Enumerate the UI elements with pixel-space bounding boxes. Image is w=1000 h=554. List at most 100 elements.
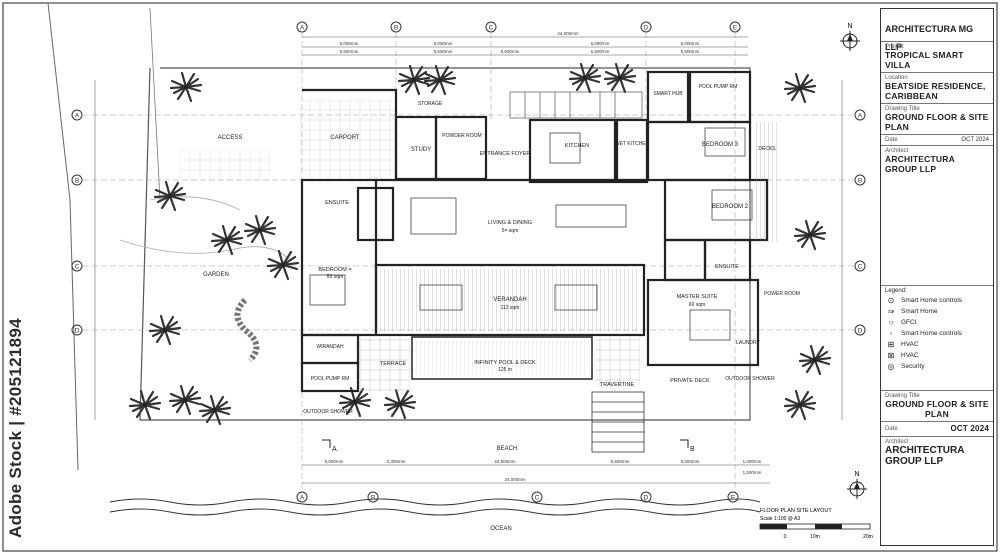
label-storage: STORAGE xyxy=(418,101,443,107)
hvac-icon: ⊞ xyxy=(887,340,895,349)
svg-text:Scale 1:100 @ A3: Scale 1:100 @ A3 xyxy=(760,516,800,522)
grid-label-d-bottom: D xyxy=(644,495,649,502)
grid-label-a-bottom: A xyxy=(300,495,305,502)
gfci-icon: ○ xyxy=(888,318,894,327)
label-pool-pump-left: POOL PUMP RM xyxy=(311,376,350,382)
architect-label: Architect xyxy=(885,148,909,154)
date-value: OCT 2024 xyxy=(961,137,989,143)
location-value: BEATSIDE RESIDENCE, CARIBBEAN xyxy=(885,81,986,101)
legend-item: ⇒Smart Home xyxy=(885,307,989,316)
label-wirandah: WIRANDAH xyxy=(316,344,344,350)
grid-row-a-left: A xyxy=(75,113,80,120)
security-icon: ◎ xyxy=(887,362,895,371)
dim-bot-2: 2,300mm xyxy=(387,459,406,464)
grid-label-c-bottom: C xyxy=(535,495,540,502)
label-verandah-area: 112 sqm xyxy=(501,305,520,311)
location-label: Location xyxy=(885,75,908,81)
section-mark-a: A xyxy=(332,446,337,453)
dim-bot-6: 1,000mm xyxy=(743,459,762,464)
svg-text:20m: 20m xyxy=(863,534,873,540)
label-living-area: 5= sqm xyxy=(502,228,519,234)
label-ensuite-right: ENSUITE xyxy=(715,264,739,270)
project-name: TROPICAL SMART VILLA xyxy=(885,50,964,70)
legend-title: Legend: xyxy=(885,288,907,294)
project-label: Project xyxy=(885,44,904,50)
smart-home-controls-icon: ◦ xyxy=(889,329,893,338)
legend-item: ⊠HVAC xyxy=(885,351,989,360)
dim-bot2-2: 1,500mm xyxy=(743,470,762,475)
dim-top-4: 6,000mm xyxy=(591,41,610,46)
label-power-room: POWER ROOM xyxy=(764,291,800,297)
date-label-2: Date xyxy=(885,426,898,432)
grid-bubbles-top xyxy=(71,21,866,503)
label-ensuite-left: ENSUITE xyxy=(325,200,349,206)
dim-top-3: 24,000mm xyxy=(557,31,579,36)
scale-bar: FLOOR PLAN SITE LAYOUT Scale 1:100 @ A3 … xyxy=(759,508,873,540)
label-master-area: 60 sqm xyxy=(689,302,705,308)
legend-item: ⊙Smart Home controls xyxy=(885,296,989,305)
architect-name-2: ARCHITECTURA GROUP LLP xyxy=(885,445,965,467)
grid-label-b-bottom: B xyxy=(371,495,375,502)
label-powder: POWDER ROOM xyxy=(442,133,481,139)
label-verandah: VERANDAH xyxy=(493,297,526,303)
hvac-box-icon: ⊠ xyxy=(887,351,895,360)
architect-name: ARCHITECTURA GROUP LLP xyxy=(885,154,955,174)
label-private-deck: PRIVATE DECK xyxy=(670,378,710,384)
dim-top2-4: 6,500mm xyxy=(591,49,610,54)
label-garden: GARDEN xyxy=(203,272,229,278)
label-bedroom-left: BEDROOM = xyxy=(318,267,351,273)
drawing-title-label-2: Drawing Title xyxy=(885,393,920,399)
label-travertine: TRAVERTINE xyxy=(600,382,635,388)
grid-label-a-top: A xyxy=(300,25,305,32)
dim-top-2: 6,000mm xyxy=(434,41,453,46)
dim-top2-2: 6,500mm xyxy=(434,49,453,54)
grid-label-b-top: B xyxy=(394,25,398,32)
dim-bot-5: 6,500mm xyxy=(681,459,700,464)
dim-top2-5: 5,500mm xyxy=(681,49,700,54)
grid-row-b-left: B xyxy=(75,178,79,185)
label-study: STUDY xyxy=(411,147,431,153)
label-living: LIVING & DINING xyxy=(488,220,532,226)
north-label-bottom: N xyxy=(854,471,859,478)
stock-watermark: Adobe Stock | #205121894 xyxy=(6,318,25,538)
grid-label-e-top: E xyxy=(733,25,738,32)
label-carport: CARPORT xyxy=(330,135,360,141)
label-decks: DECKS xyxy=(758,146,776,152)
label-access: ACCESS xyxy=(218,135,243,141)
north-arrow-top xyxy=(840,31,860,51)
grid-label-e-bottom: E xyxy=(731,495,736,502)
label-master: MASTER SUITE xyxy=(677,294,718,300)
svg-text:10m: 10m xyxy=(810,534,820,540)
grid-row-a-right: A xyxy=(858,113,863,120)
grid-row-d-right: D xyxy=(858,328,863,335)
grid-label-d-top: D xyxy=(644,25,649,32)
north-arrow-bottom xyxy=(847,479,867,499)
label-pool-area: 125 m xyxy=(498,367,512,373)
ocean-waves xyxy=(109,498,761,516)
date-label: Date xyxy=(885,137,898,143)
dim-top2-1: 5,500mm xyxy=(340,49,359,54)
dim-bot-3: 24,500mm xyxy=(494,459,516,464)
svg-text:FLOOR PLAN SITE LAYOUT: FLOOR PLAN SITE LAYOUT xyxy=(760,508,832,514)
grid-row-c-right: C xyxy=(858,264,863,271)
north-label-top: N xyxy=(847,23,852,30)
label-pool: INFINITY POOL & DECK xyxy=(474,360,536,366)
dim-top2-3: 6,500mm xyxy=(501,49,520,54)
svg-text:0: 0 xyxy=(784,534,787,540)
label-kitchen: KITCHEN xyxy=(565,143,589,149)
label-bedroom-left-area: 50 sqm xyxy=(327,274,343,280)
label-bedroom3: BEDROOM 3 xyxy=(702,142,739,148)
grid-row-b-right: B xyxy=(858,178,862,185)
drawing-title-2: GROUND FLOOR & SITE PLAN xyxy=(885,399,989,419)
legend-item: ◎Security xyxy=(885,362,989,371)
label-wet-kitchen: WET KITCHEN xyxy=(615,141,650,147)
dim-top-1: 6,000mm xyxy=(340,41,359,46)
label-laundry: LAUNDRY xyxy=(736,340,760,346)
dim-bot2-1: 24,000mm xyxy=(504,477,526,482)
drawing-title: GROUND FLOOR & SITE PLAN xyxy=(885,112,989,132)
dim-top-5: 6,000mm xyxy=(681,41,700,46)
firm-header: ARCHITECTURA MG LLP xyxy=(885,24,974,52)
label-outdoor-shower-right: OUTDOOR SHOWER xyxy=(725,376,775,382)
label-outdoor-shower-left: OUTDOOR SHOWER xyxy=(303,409,353,415)
